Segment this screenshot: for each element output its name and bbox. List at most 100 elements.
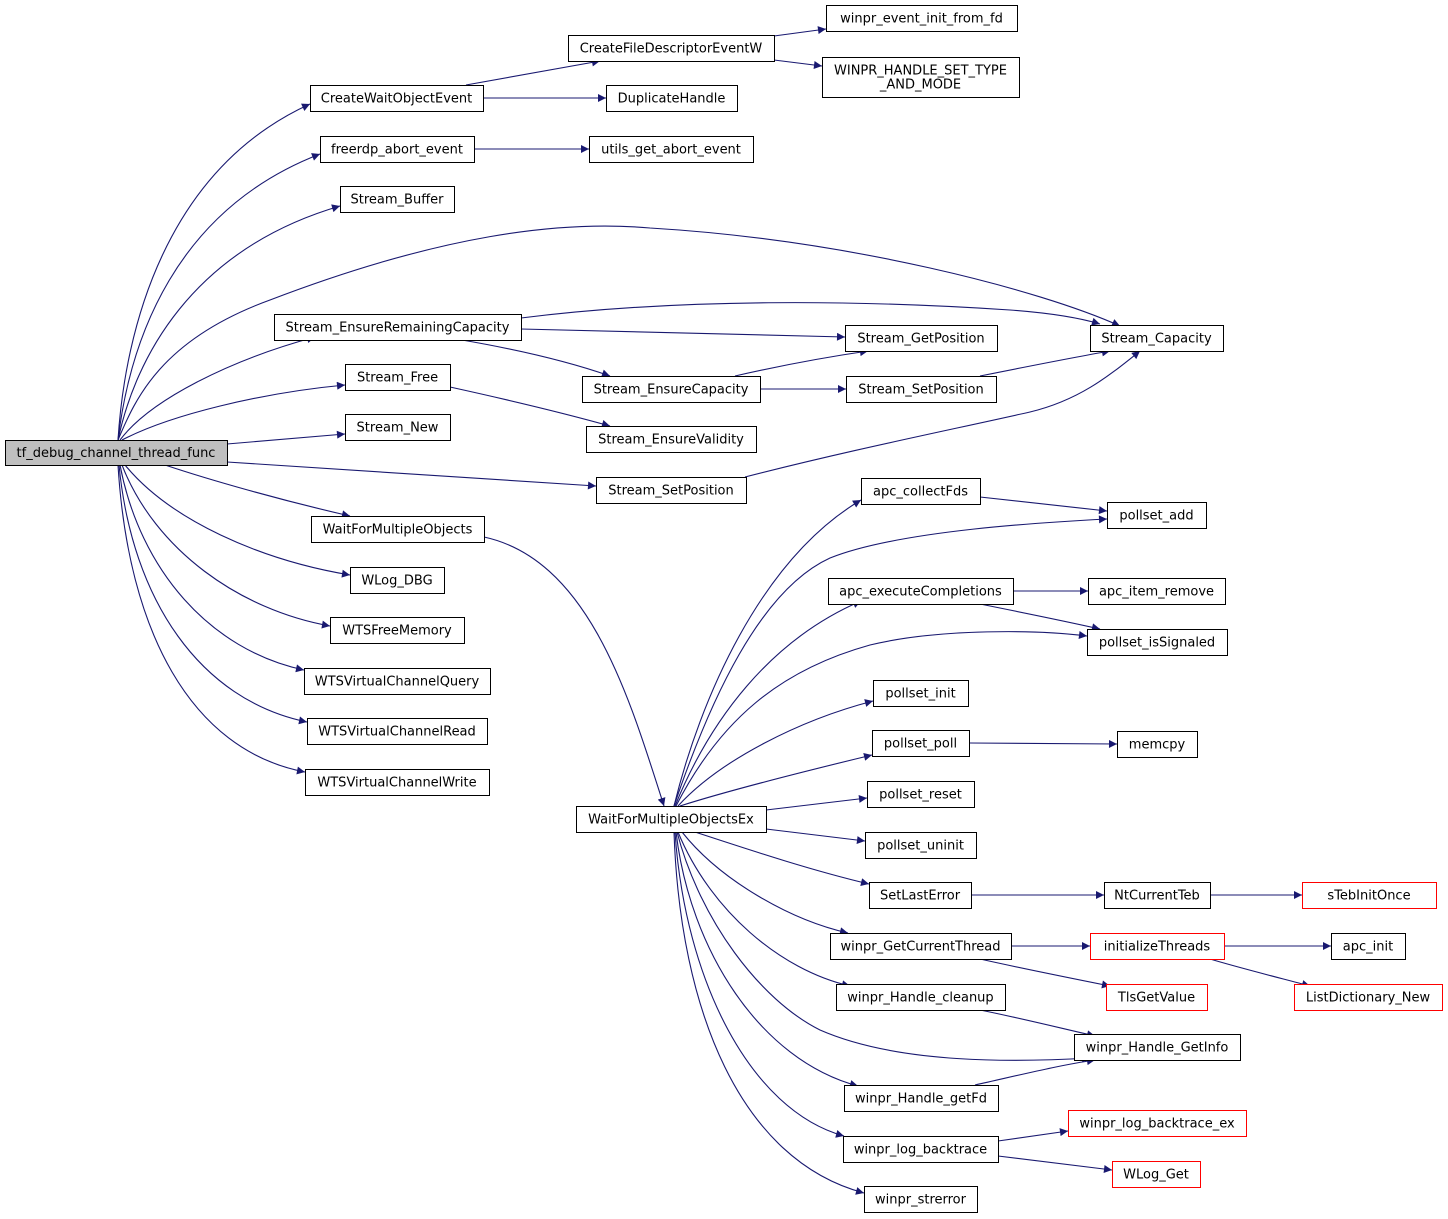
node-pollset-add[interactable]: pollset_add: [1107, 502, 1207, 529]
node-tlsgetvalue[interactable]: TlsGetValue: [1106, 984, 1208, 1011]
edge-waitformultipleobjectsex-to-winpr-log-backtrace: [674, 831, 845, 1138]
node-apc-collectfds[interactable]: apc_collectFds: [861, 478, 981, 505]
node-box: [1087, 629, 1228, 656]
node-label: Stream_EnsureCapacity: [594, 383, 749, 398]
node-ntcurrentteb[interactable]: NtCurrentTeb: [1104, 882, 1211, 909]
node-label: pollset_isSignaled: [1099, 636, 1215, 651]
node-memcpy[interactable]: memcpy: [1117, 731, 1198, 758]
node-label: TlsGetValue: [1117, 991, 1195, 1006]
node-stream-buffer[interactable]: Stream_Buffer: [340, 186, 455, 213]
node-duplicatehandle[interactable]: DuplicateHandle: [606, 85, 738, 112]
node-winpr-log-backtrace-ex[interactable]: winpr_log_backtrace_ex: [1068, 1110, 1247, 1137]
edge-waitformultipleobjectsex-to-winpr-getcurrentthread: [681, 831, 849, 936]
node-label: tf_debug_channel_thread_func: [17, 446, 216, 461]
node-box: [1090, 933, 1225, 960]
node-label: pollset_uninit: [877, 839, 964, 854]
node-box: [1107, 502, 1207, 529]
node-createfiledescriptoreventw[interactable]: CreateFileDescriptorEventW: [568, 35, 775, 62]
edge-tf-debug-to-stream-ensureremainingcapacity: [119, 335, 316, 441]
node-apc-executecompletions[interactable]: apc_executeCompletions: [828, 578, 1014, 605]
node-winpr-event-init-from-fd[interactable]: winpr_event_init_from_fd: [826, 5, 1018, 32]
node-stream-new[interactable]: Stream_New: [345, 414, 451, 441]
node-freerdp-abort-event[interactable]: freerdp_abort_event: [320, 136, 475, 163]
node-box: [845, 325, 998, 352]
node-pollset-reset[interactable]: pollset_reset: [867, 781, 975, 808]
node-box: [873, 680, 969, 707]
edge-waitformultipleobjectsex-to-winpr-handle-getfd: [675, 831, 859, 1088]
node-wlog-get[interactable]: WLog_Get: [1112, 1161, 1201, 1188]
node-box: [586, 426, 757, 453]
edge-stream-ensurecapacity-to-stream-getposition: [734, 348, 869, 377]
node-box: [1302, 882, 1437, 909]
node-wtsvirtualchannelwrite[interactable]: WTSVirtualChannelWrite: [305, 769, 490, 796]
edge-initializethreads-to-listdictionary-new: [1209, 958, 1311, 988]
edge-waitformultipleobjectsex-to-pollset-issignaled: [675, 631, 1088, 807]
edge-waitformultipleobjects-to-waitformultipleobjectsex: [483, 536, 666, 807]
node-winpr-handle-set-type[interactable]: WINPR_HANDLE_SET_TYPE_AND_MODE: [822, 57, 1020, 98]
node-stream-free[interactable]: Stream_Free: [345, 364, 451, 391]
node-createwaitobjectevent[interactable]: CreateWaitObjectEvent: [310, 85, 484, 112]
edge-waitformultipleobjectsex-to-pollset-reset: [765, 794, 868, 811]
node-box: [345, 364, 451, 391]
node-wtsvirtualchannelread[interactable]: WTSVirtualChannelRead: [307, 718, 488, 745]
edge-waitformultipleobjectsex-to-apc-collectfds: [673, 499, 862, 807]
node-stream-setposition1[interactable]: Stream_SetPosition: [846, 376, 997, 403]
node-label: winpr_strerror: [875, 1193, 967, 1208]
node-label: WINPR_HANDLE_SET_TYPE: [834, 64, 1007, 79]
node-box: [350, 567, 445, 594]
node-wtsvirtualchannelquery[interactable]: WTSVirtualChannelQuery: [304, 668, 491, 695]
node-winpr-strerror[interactable]: winpr_strerror: [864, 1186, 978, 1213]
node-apc-init[interactable]: apc_init: [1331, 933, 1406, 960]
node-stream-ensurevalidity[interactable]: Stream_EnsureValidity: [586, 426, 757, 453]
node-utils-get-abort-event[interactable]: utils_get_abort_event: [589, 136, 754, 163]
node-apc-item-remove[interactable]: apc_item_remove: [1088, 578, 1226, 605]
node-box: [846, 376, 997, 403]
node-waitformultipleobjects[interactable]: WaitForMultipleObjects: [311, 516, 485, 543]
node-stream-capacity[interactable]: Stream_Capacity: [1090, 325, 1224, 352]
node-listdictionary-new[interactable]: ListDictionary_New: [1294, 984, 1443, 1011]
edge-winpr-log-backtrace-to-wlog-get: [997, 1155, 1113, 1173]
edge-createwaitobjectevent-to-createfiledescriptoreventw: [465, 58, 601, 86]
node-box: [1294, 984, 1443, 1011]
node-box: [305, 769, 490, 796]
node-pollset-issignaled[interactable]: pollset_isSignaled: [1087, 629, 1228, 656]
node-winpr-handle-getfd[interactable]: winpr_Handle_getFd: [844, 1085, 999, 1112]
node-stebinitonce[interactable]: sTebInitOnce: [1302, 882, 1437, 909]
node-label: WaitForMultipleObjectsEx: [588, 813, 754, 828]
node-label: WaitForMultipleObjects: [323, 523, 473, 538]
node-box: [1068, 1110, 1247, 1137]
node-box: [596, 477, 747, 504]
node-label: CreateWaitObjectEvent: [321, 92, 472, 107]
node-winpr-getcurrentthread[interactable]: winpr_GetCurrentThread: [830, 933, 1012, 960]
node-box: [828, 578, 1014, 605]
node-winpr-handle-getinfo[interactable]: winpr_Handle_GetInfo: [1074, 1034, 1241, 1061]
node-label: WLog_Get: [1123, 1168, 1189, 1183]
node-pollset-init[interactable]: pollset_init: [873, 680, 969, 707]
node-winpr-log-backtrace[interactable]: winpr_log_backtrace: [843, 1136, 999, 1163]
node-tf-debug[interactable]: tf_debug_channel_thread_func: [5, 440, 228, 466]
node-initializethreads[interactable]: initializeThreads: [1090, 933, 1225, 960]
node-label: Stream_EnsureRemainingCapacity: [286, 321, 510, 336]
edge-waitformultipleobjectsex-to-pollset-poll: [679, 752, 873, 807]
node-stream-ensureremainingcapacity[interactable]: Stream_EnsureRemainingCapacity: [274, 314, 522, 341]
node-box: [869, 882, 972, 909]
node-pollset-poll[interactable]: pollset_poll: [872, 730, 970, 757]
node-stream-ensurecapacity[interactable]: Stream_EnsureCapacity: [582, 376, 761, 403]
edge-waitformultipleobjectsex-to-winpr-handle-getinfo: [676, 831, 1091, 1063]
edge-waitformultipleobjectsex-to-pollset-init: [677, 699, 874, 807]
node-winpr-handle-cleanup[interactable]: winpr_Handle_cleanup: [836, 984, 1006, 1011]
node-stream-setposition2[interactable]: Stream_SetPosition: [596, 477, 747, 504]
node-box: [311, 516, 485, 543]
node-wtsfreememory[interactable]: WTSFreeMemory: [330, 617, 465, 644]
node-pollset-uninit[interactable]: pollset_uninit: [865, 832, 977, 859]
node-box: [582, 376, 761, 403]
node-waitformultipleobjectsex[interactable]: WaitForMultipleObjectsEx: [576, 806, 767, 833]
node-box: [826, 5, 1018, 32]
node-label: apc_init: [1343, 940, 1393, 955]
node-wlog-dbg[interactable]: WLog_DBG: [350, 567, 445, 594]
node-stream-getposition[interactable]: Stream_GetPosition: [845, 325, 998, 352]
node-label: apc_collectFds: [873, 485, 968, 500]
edge-tf-debug-to-createwaitobjectevent: [117, 103, 311, 441]
node-setlasterror[interactable]: SetLastError: [869, 882, 972, 909]
